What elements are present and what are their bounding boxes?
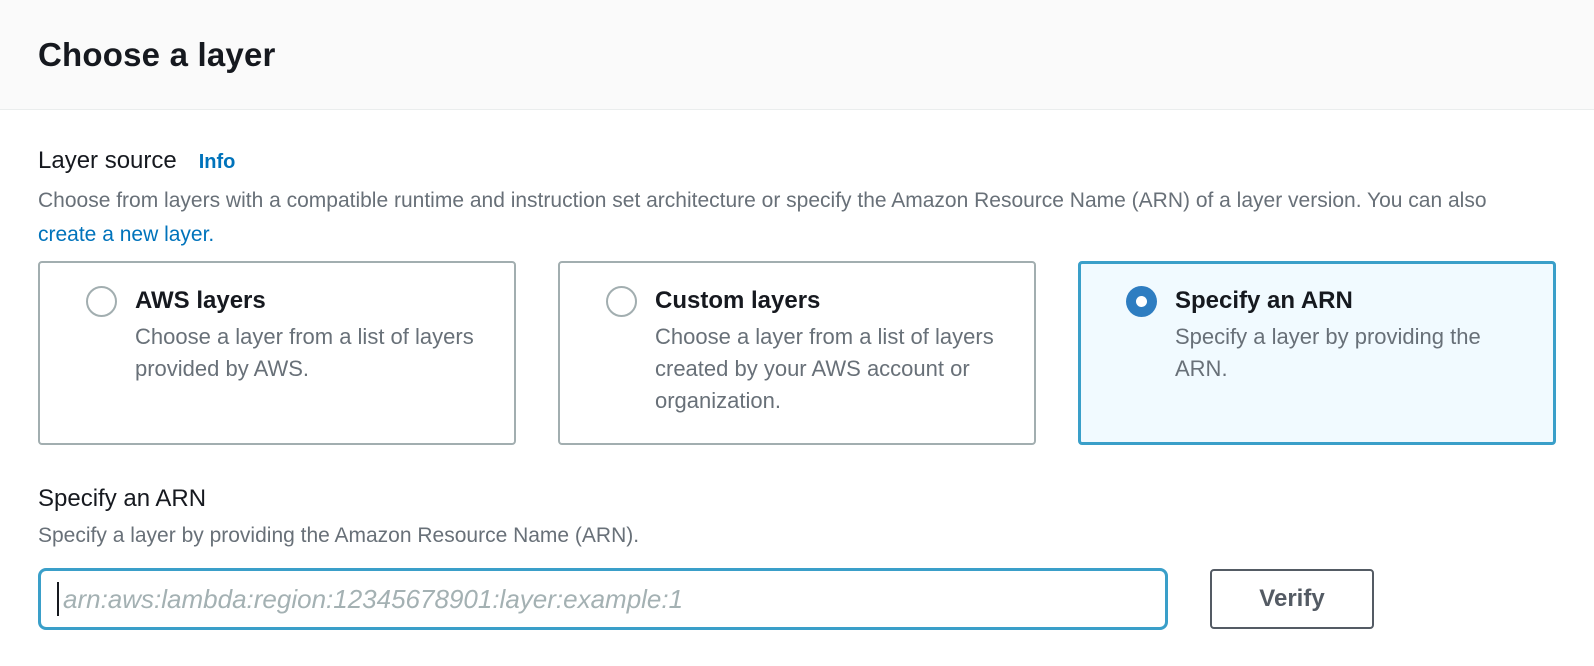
verify-button[interactable]: Verify (1210, 569, 1374, 629)
tile-description: Specify a layer by providing the ARN. (1175, 324, 1481, 381)
layer-source-description: Choose from layers with a compatible run… (38, 184, 1508, 252)
tile-title: Specify an ARN (1175, 287, 1353, 314)
tile-description: Choose a layer from a list of layers cre… (655, 324, 994, 413)
arn-input-row: Verify (38, 568, 1556, 630)
tile-specify-arn-body: Specify an ARN Specify a layer by provid… (1175, 284, 1530, 385)
tile-aws-layers-body: AWS layers Choose a layer from a list of… (135, 284, 490, 385)
info-link[interactable]: Info (198, 151, 236, 173)
layer-source-tiles: AWS layers Choose a layer from a list of… (38, 261, 1556, 445)
panel-header: Choose a layer (0, 0, 1594, 110)
specify-arn-section: Specify an ARN Specify a layer by provid… (38, 483, 1556, 630)
specify-arn-title: Specify an ARN (38, 485, 207, 512)
radio-checked-icon[interactable] (1126, 286, 1157, 317)
layer-source-label: Layer source (38, 147, 177, 174)
tile-title: AWS layers (135, 287, 266, 314)
radio-unchecked-icon[interactable] (606, 286, 637, 317)
radio-unchecked-icon[interactable] (86, 286, 117, 317)
tile-aws-layers[interactable]: AWS layers Choose a layer from a list of… (38, 261, 516, 445)
tile-custom-layers-body: Custom layers Choose a layer from a list… (655, 284, 1010, 417)
page-title: Choose a layer (38, 35, 276, 73)
tile-specify-arn[interactable]: Specify an ARN Specify a layer by provid… (1078, 261, 1556, 445)
create-new-layer-link[interactable]: create a new layer. (38, 223, 215, 246)
tile-custom-layers[interactable]: Custom layers Choose a layer from a list… (558, 261, 1036, 445)
text-cursor (57, 582, 59, 616)
tile-description: Choose a layer from a list of layers pro… (135, 324, 474, 381)
specify-arn-description: Specify a layer by providing the Amazon … (38, 524, 640, 547)
arn-input[interactable] (38, 568, 1168, 630)
layer-source-label-row: Layer source Info (38, 146, 1556, 177)
layer-source-description-text: Choose from layers with a compatible run… (38, 189, 1487, 212)
panel-body: Layer source Info Choose from layers wit… (0, 110, 1594, 630)
tile-title: Custom layers (655, 287, 821, 314)
arn-input-wrap (38, 568, 1168, 630)
